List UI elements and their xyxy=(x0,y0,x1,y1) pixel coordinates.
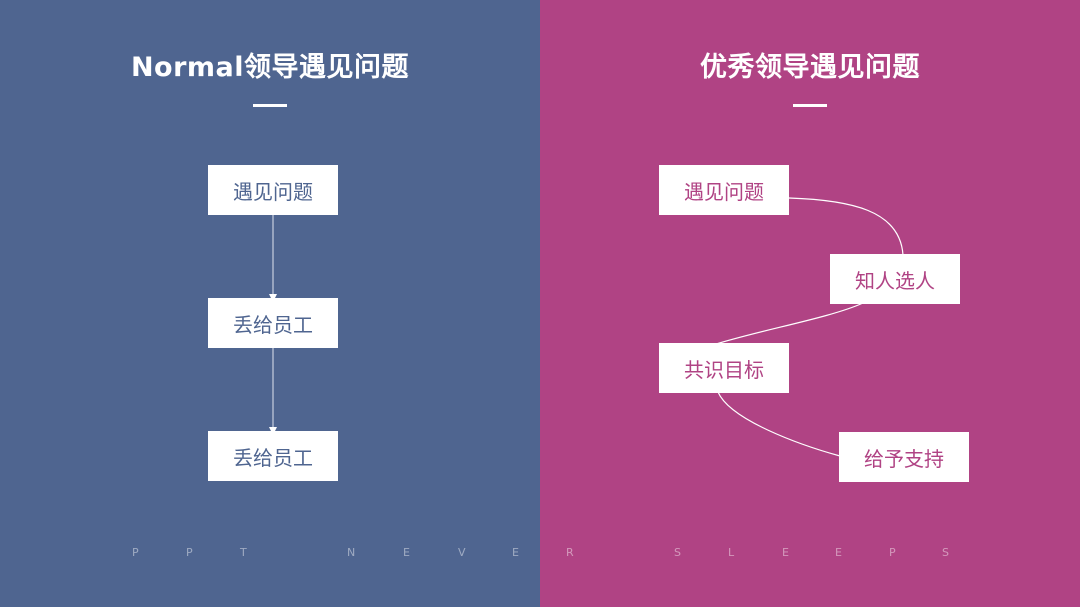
footer-letter: E xyxy=(835,546,842,559)
footer-letter: N xyxy=(347,546,356,559)
footer-letter: S xyxy=(942,546,949,559)
footer-letter: E xyxy=(512,546,519,559)
footer-letter: P xyxy=(186,546,193,559)
footer-letter: E xyxy=(782,546,789,559)
left-title: Normal领导遇见问题 xyxy=(130,52,410,83)
right-step-1: 遇见问题 xyxy=(659,165,789,215)
left-title-underline xyxy=(253,104,287,107)
right-panel: 优秀领导遇见问题 xyxy=(540,0,1080,607)
right-step-4: 给予支持 xyxy=(839,432,969,482)
right-step-2: 知人选人 xyxy=(830,254,960,304)
footer-letter: V xyxy=(458,546,466,559)
right-title-underline xyxy=(793,104,827,107)
right-step-3: 共识目标 xyxy=(659,343,789,393)
right-title: 优秀领导遇见问题 xyxy=(700,52,920,83)
footer-letter: L xyxy=(728,546,735,559)
left-step-2: 丢给员工 xyxy=(208,298,338,348)
footer-letter: R xyxy=(566,546,574,559)
left-step-1: 遇见问题 xyxy=(208,165,338,215)
left-step-3: 丢给员工 xyxy=(208,431,338,481)
footer-letter: T xyxy=(240,546,247,559)
footer-letter: S xyxy=(674,546,681,559)
footer-letter: E xyxy=(403,546,410,559)
footer-letter: P xyxy=(889,546,896,559)
footer-letter: P xyxy=(132,546,139,559)
